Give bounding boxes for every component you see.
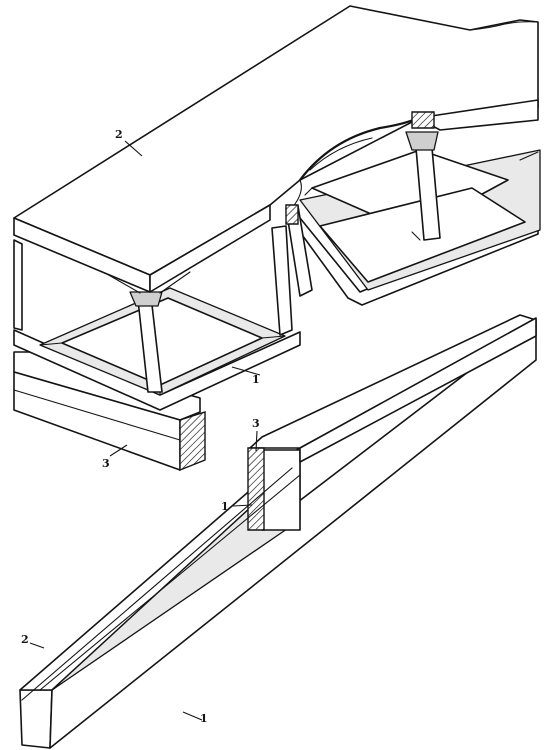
callout-beam-section-top: 3 bbox=[252, 417, 260, 452]
upper-assembly bbox=[13, 5, 541, 472]
broken-slab-edge bbox=[291, 99, 539, 209]
callout-label: 2 bbox=[115, 128, 123, 141]
callout-beam-section-side: 1 bbox=[221, 500, 253, 513]
callout-label: 3 bbox=[102, 457, 110, 470]
callout-top-frame: 1 bbox=[231, 366, 261, 386]
callout-beam-bottom-left: 2 bbox=[21, 633, 45, 649]
hollow-beam bbox=[19, 314, 537, 749]
callout-label: 2 bbox=[21, 633, 29, 646]
callout-top-slab: 2 bbox=[115, 128, 143, 157]
callout-label: 3 bbox=[252, 417, 260, 430]
left-columns bbox=[13, 225, 293, 393]
callout-beam-bottom-right: 1 bbox=[182, 711, 208, 725]
callout-label: 1 bbox=[200, 712, 208, 725]
right-frame-base bbox=[299, 149, 541, 306]
top-slab bbox=[13, 5, 539, 293]
callout-label: 1 bbox=[252, 373, 260, 386]
callout-top-beam: 3 bbox=[102, 444, 128, 470]
callout-label: 1 bbox=[221, 500, 229, 513]
right-columns bbox=[285, 111, 539, 297]
